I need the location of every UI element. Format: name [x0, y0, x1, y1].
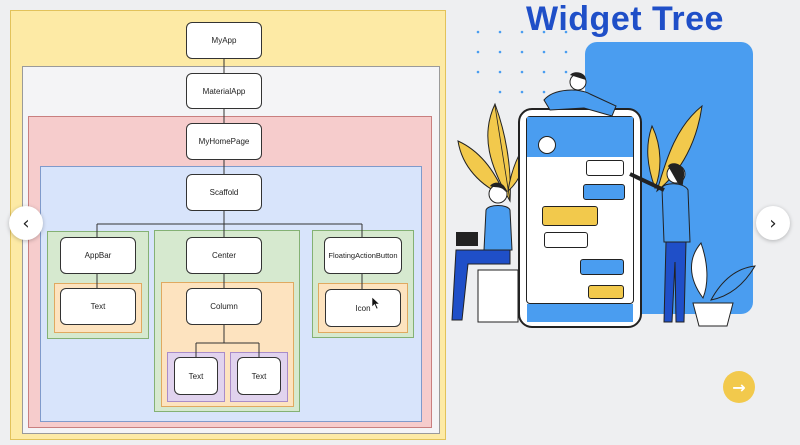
chevron-right-icon: ›	[769, 212, 777, 234]
previous-slide-button[interactable]: ‹	[9, 206, 43, 240]
node-myhomepage: MyHomePage	[186, 123, 262, 160]
person-standing-icon	[629, 163, 691, 323]
chevron-left-icon: ‹	[22, 212, 30, 234]
avatar	[538, 136, 556, 154]
node-scaffold: Scaffold	[186, 174, 262, 211]
chat-bubble	[588, 285, 624, 299]
chat-bubble	[544, 232, 588, 248]
node-center: Center	[186, 237, 262, 274]
node-column-text-1: Text	[174, 357, 218, 395]
phone-nav-bar	[527, 304, 633, 322]
slide-title: Widget Tree	[526, 0, 724, 38]
node-appbar-text: Text	[60, 288, 136, 325]
person-sitting-icon	[451, 182, 519, 323]
person-on-phone-icon	[543, 72, 617, 117]
node-appbar: AppBar	[60, 237, 136, 274]
mouse-cursor-icon	[371, 296, 381, 310]
next-slide-button[interactable]: ›	[756, 206, 790, 240]
advance-button[interactable]: →	[723, 371, 755, 403]
chat-bubble	[583, 184, 625, 200]
node-fab: FloatingActionButton	[324, 237, 402, 274]
plant-pot-icon	[691, 242, 756, 327]
chat-bubble	[542, 206, 598, 226]
node-column-text-2: Text	[237, 357, 281, 395]
node-column: Column	[186, 288, 262, 325]
chat-bubble	[586, 160, 624, 176]
node-icon: Icon	[325, 289, 401, 327]
node-myapp: MyApp	[186, 22, 262, 59]
dot-pattern	[476, 30, 568, 94]
node-materialapp: MaterialApp	[186, 73, 262, 109]
arrow-right-icon: →	[732, 377, 746, 397]
tree-connectors	[96, 59, 363, 357]
chat-bubble	[580, 259, 624, 275]
